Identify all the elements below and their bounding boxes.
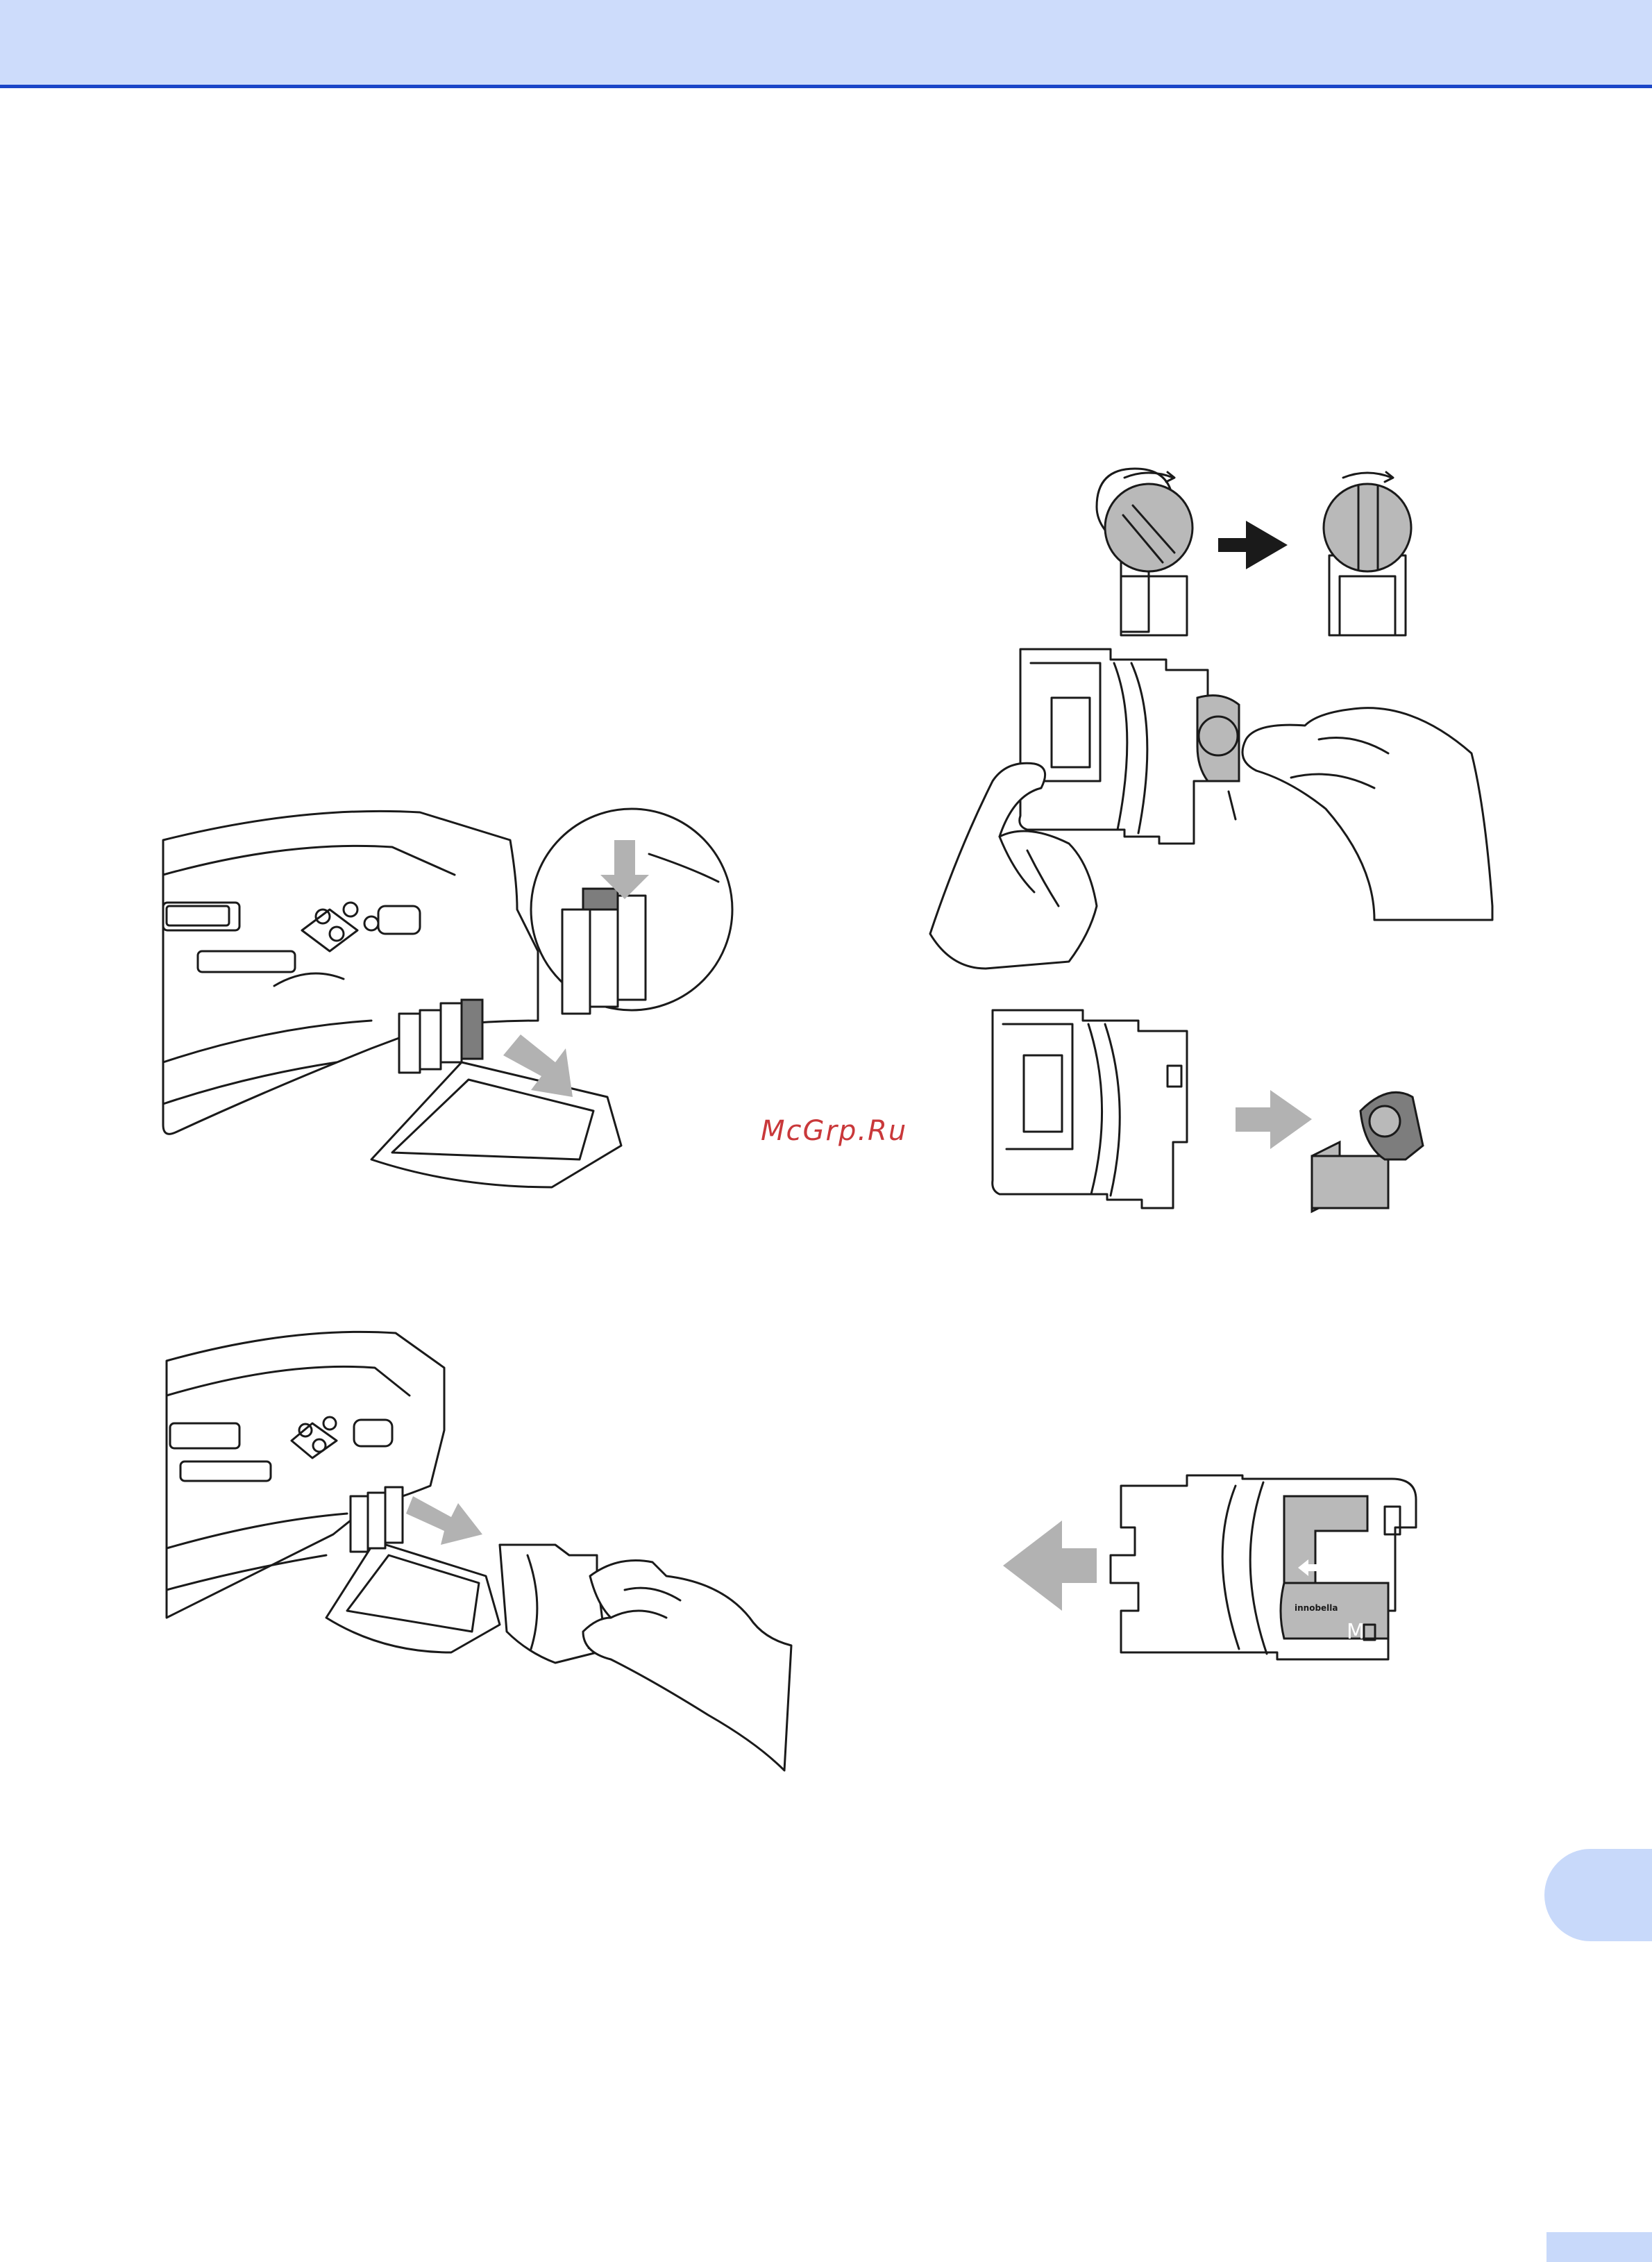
cartridge-body xyxy=(993,1010,1187,1208)
chapter-tab xyxy=(1544,1849,1652,1941)
watermark-text: McGrp.Ru xyxy=(761,1115,907,1147)
removed-cap-icon xyxy=(1312,1092,1423,1212)
page-number-tab xyxy=(1546,2232,1652,2262)
lever-before-icon xyxy=(1097,469,1192,635)
cartridge-brand: innobella xyxy=(1295,1603,1338,1613)
arrow-right-icon xyxy=(1236,1090,1312,1149)
cap-lever-rotation-illustration xyxy=(1083,465,1416,639)
printer-cover-open-illustration xyxy=(163,798,802,1298)
cartridge-insert-illustration: M xyxy=(167,1326,791,1770)
hand xyxy=(583,1561,791,1771)
cartridge-cap-removed-illustration xyxy=(986,1007,1430,1243)
cartridge-letter: M xyxy=(1347,1620,1365,1644)
arrow-right-icon xyxy=(406,1496,482,1545)
cartridge-arrow-direction-illustration: innobella M xyxy=(1000,1472,1416,1666)
arrow-right-icon xyxy=(1218,521,1288,569)
ink-cover xyxy=(371,1062,621,1187)
right-hand xyxy=(1242,708,1492,920)
header-rule xyxy=(0,85,1652,88)
ink-cover xyxy=(326,1541,500,1652)
lever-after-icon xyxy=(1324,472,1411,635)
header-band xyxy=(0,0,1652,85)
arrow-left-icon xyxy=(1003,1520,1097,1611)
cartridge-cap-twist-illustration xyxy=(930,642,1492,969)
